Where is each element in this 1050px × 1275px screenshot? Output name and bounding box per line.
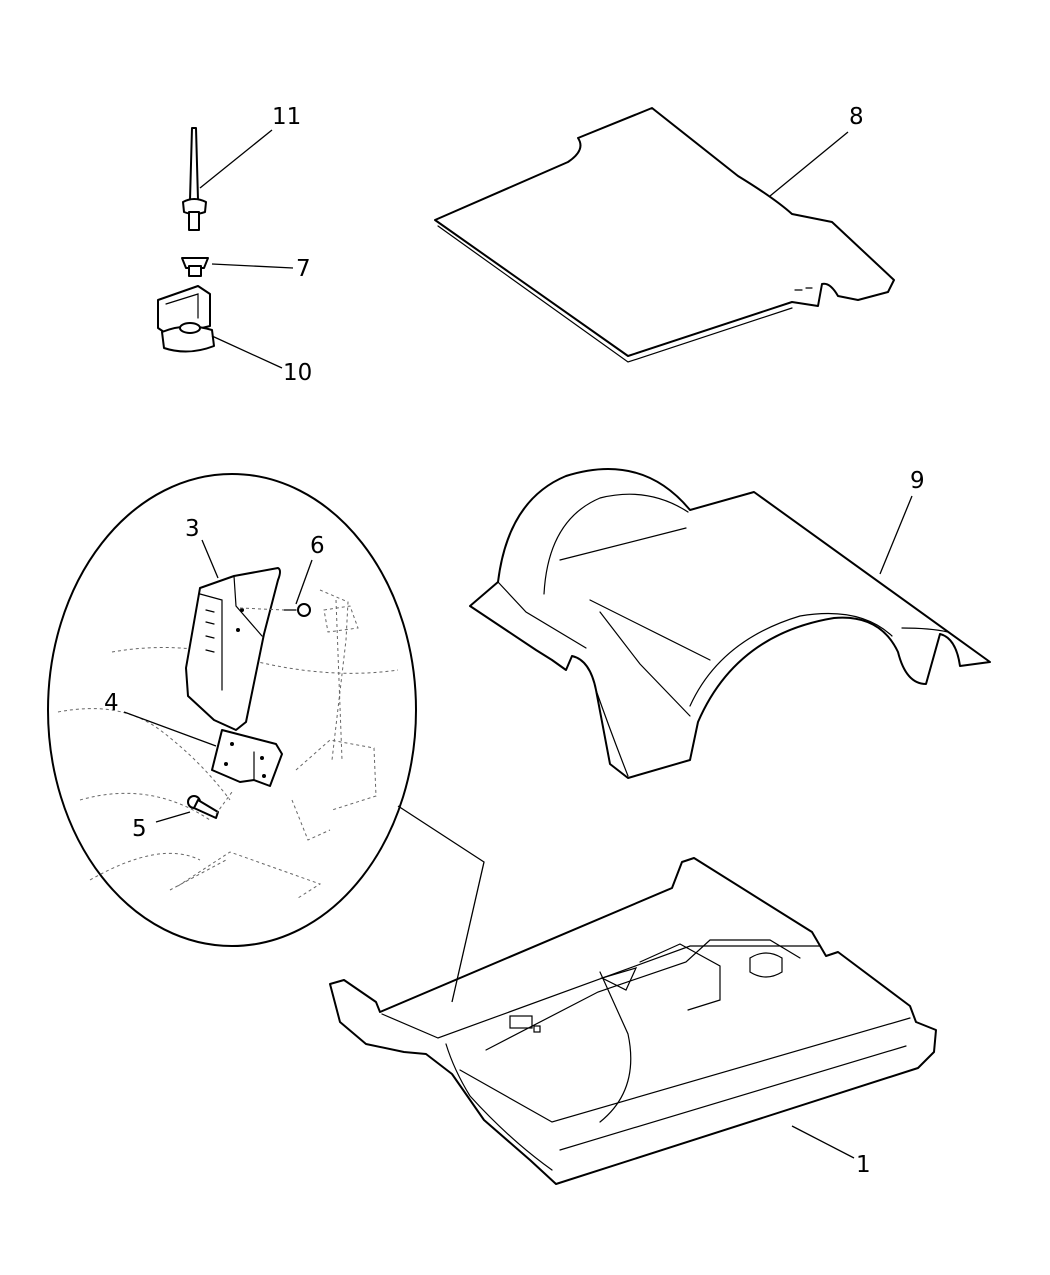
part-8-floor-mat [434,107,895,363]
part-7-clip-nut [181,257,209,277]
part-9-floor-pan [469,467,991,779]
callout-5: 5 [132,816,147,842]
detail-view [47,473,417,947]
callout-labels: 11 8 7 10 9 3 6 4 5 1 [104,104,925,1178]
part-1-carpet [329,857,937,1185]
callout-10: 10 [283,360,312,386]
callout-8: 8 [849,104,864,130]
part-6-screw [239,603,311,617]
part-3-trim-cover [185,567,281,731]
callout-6: 6 [310,533,325,559]
callout-9: 9 [910,468,925,494]
callout-1: 1 [856,1152,871,1178]
callout-11: 11 [272,104,301,130]
callout-7: 7 [296,256,311,282]
part-4-plate [211,729,283,787]
callout-leaders [123,129,913,1159]
detail-connector [397,805,485,1003]
part-5-bolt [187,791,233,819]
callout-4: 4 [104,690,119,716]
part-11-rivet [182,127,207,231]
part-10-bracket [157,285,215,353]
callout-3: 3 [185,516,200,542]
